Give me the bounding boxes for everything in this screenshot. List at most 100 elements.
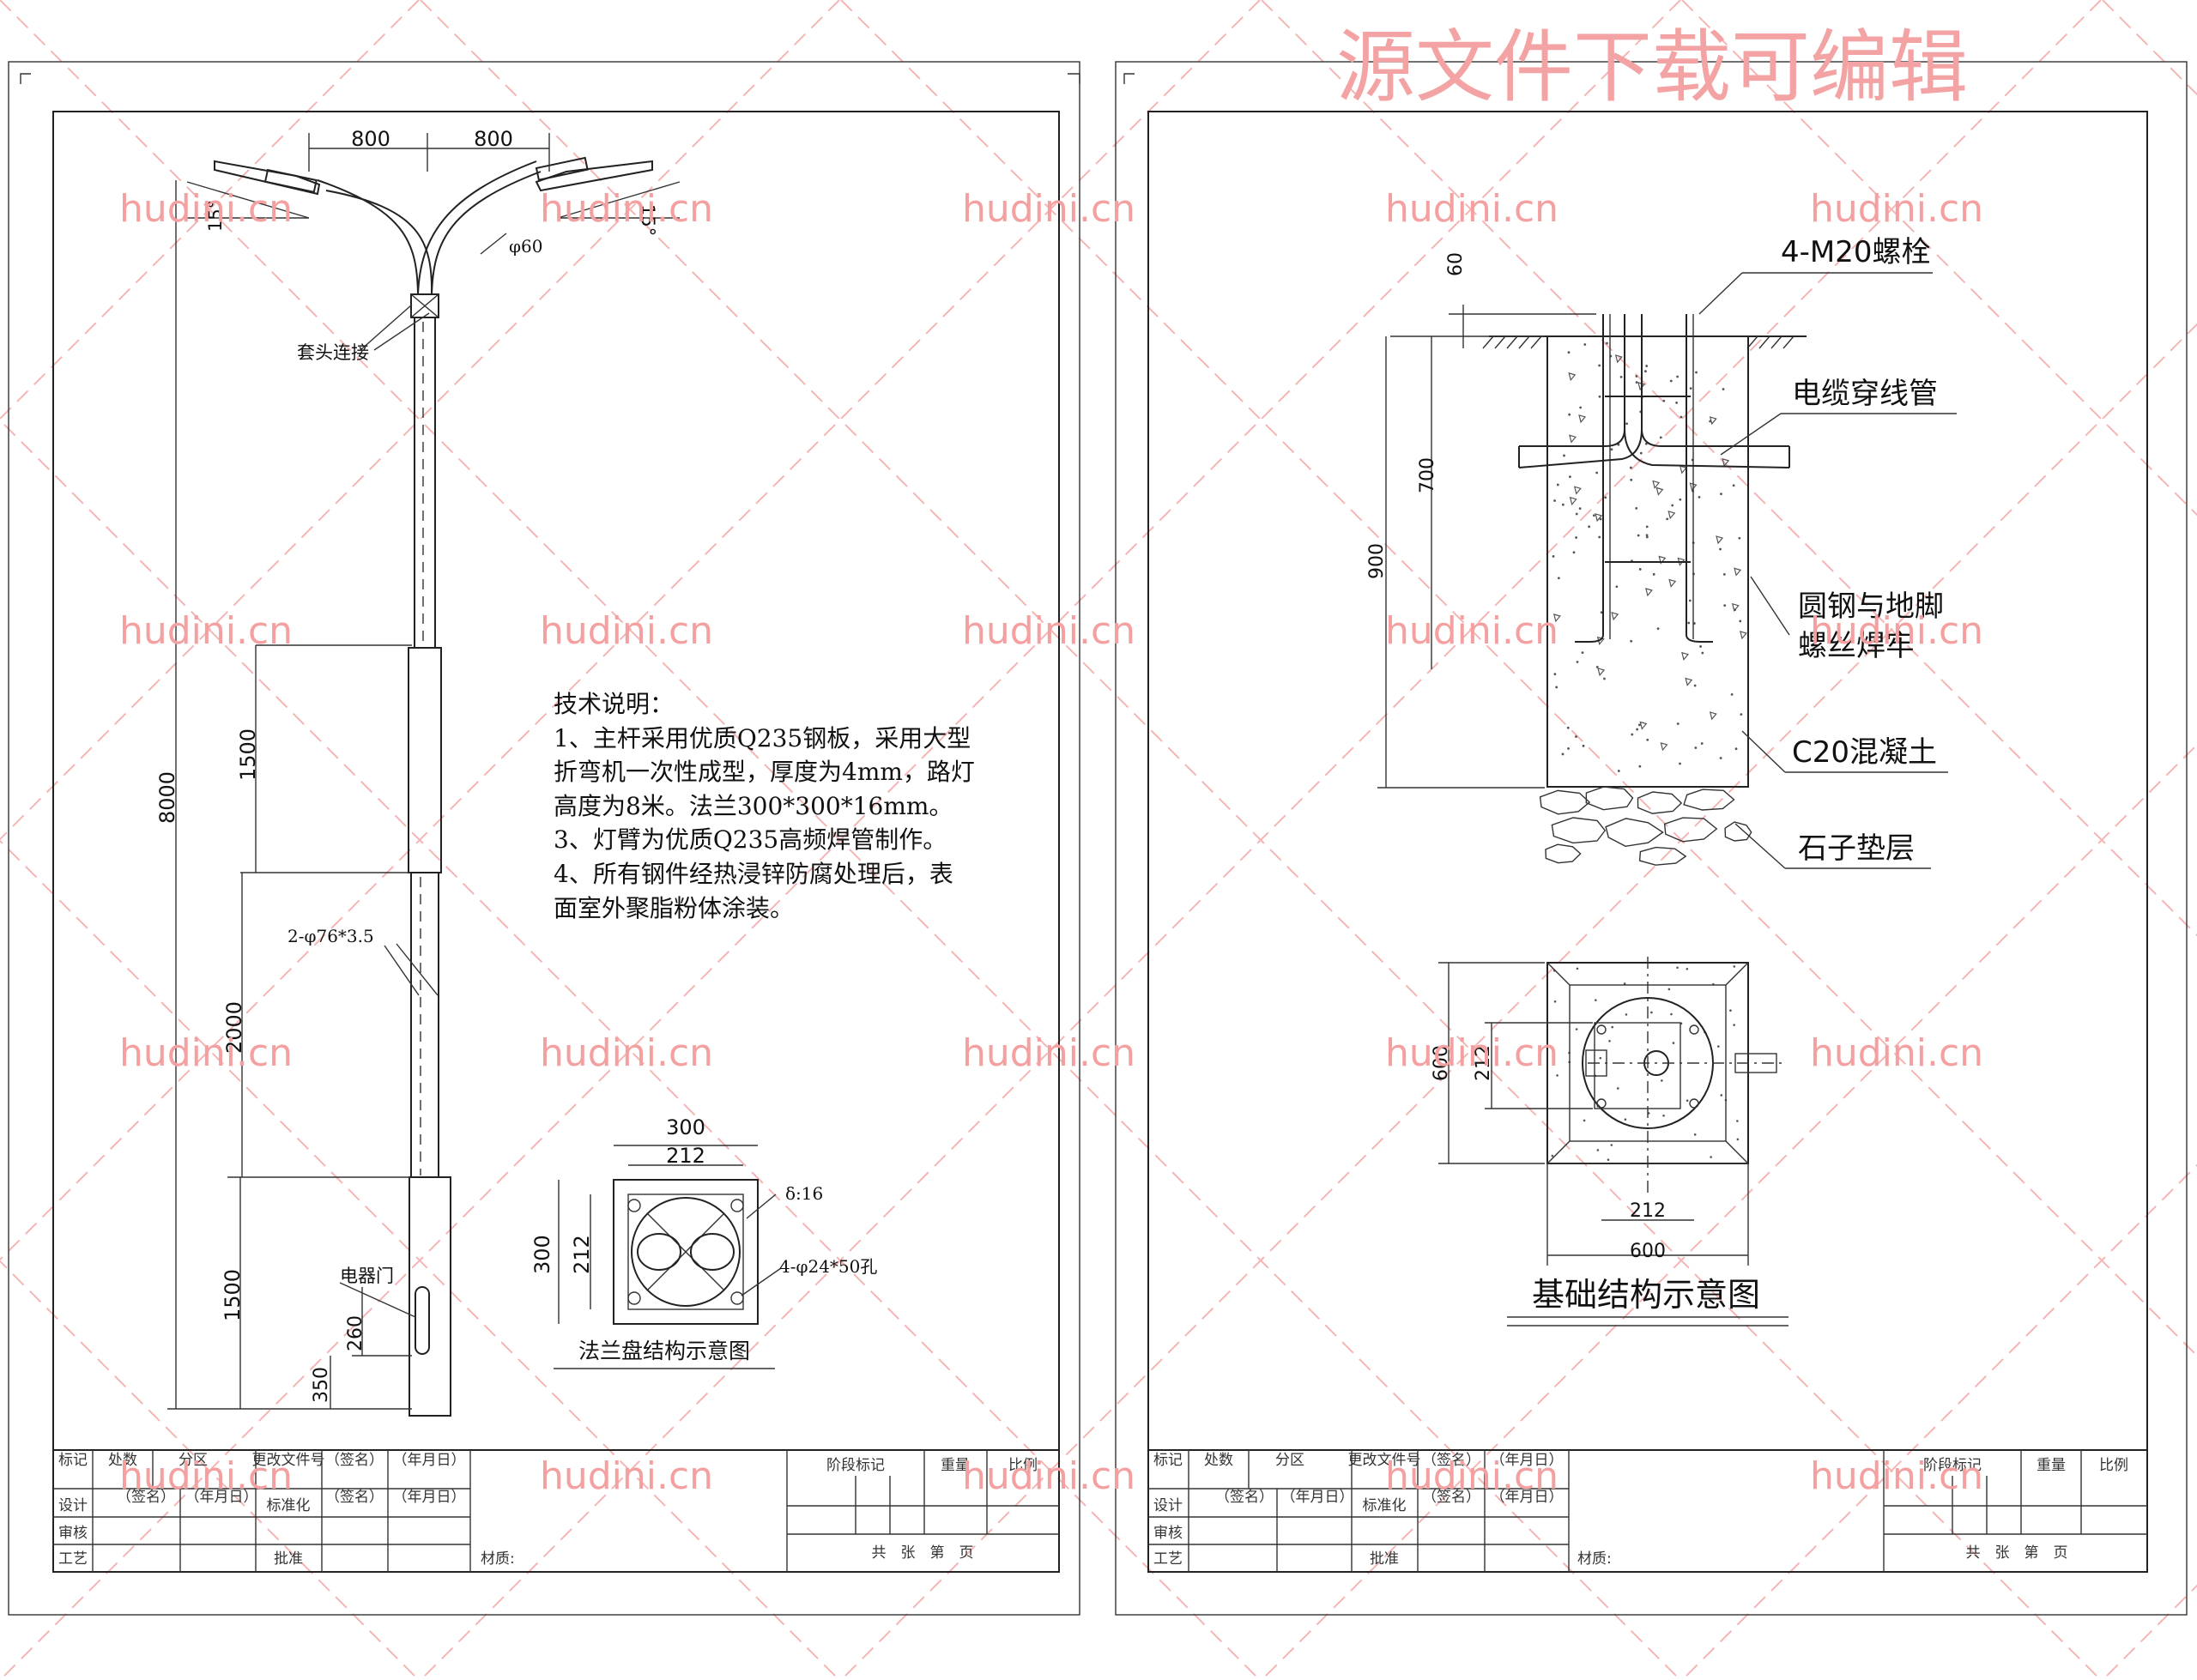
dim-bolt-projection: 60 bbox=[1445, 252, 1467, 276]
concrete-dot bbox=[1659, 436, 1662, 439]
gravel-stone bbox=[1663, 817, 1718, 843]
concrete-dot bbox=[1607, 1158, 1610, 1161]
tb-cell: 标记 bbox=[58, 1452, 88, 1469]
concrete-dot bbox=[1595, 471, 1599, 474]
tb-cell: （签名） bbox=[1422, 1452, 1480, 1469]
watermark-line bbox=[1681, 1163, 2197, 1680]
concrete-dot bbox=[1582, 744, 1585, 747]
concrete-dot bbox=[1695, 371, 1698, 374]
dim-plan-h-inner: 212 bbox=[1473, 1045, 1494, 1081]
watermark-text: hudini.cn bbox=[1810, 609, 1983, 653]
dim-seg-top: 1500 bbox=[236, 728, 260, 781]
tb-sign2: （签名） bbox=[1422, 1489, 1480, 1506]
watermark-text: hudini.cn bbox=[119, 1031, 293, 1075]
concrete-dot bbox=[1575, 735, 1577, 738]
concrete-dot bbox=[1567, 746, 1570, 750]
tb-cell: 分区 bbox=[1275, 1452, 1304, 1469]
concrete-aggregate bbox=[1731, 602, 1740, 613]
watermark-line bbox=[420, 0, 2102, 1680]
tb-date2: （年月日） bbox=[1491, 1489, 1564, 1506]
concrete-dot bbox=[1552, 555, 1555, 558]
concrete-dot bbox=[1694, 746, 1698, 749]
ground-hatch-mark bbox=[1758, 335, 1770, 349]
concrete-aggregate bbox=[1597, 668, 1606, 677]
concrete-dot bbox=[1676, 375, 1680, 378]
dim-seg-bottom: 1500 bbox=[221, 1269, 245, 1321]
concrete-dot bbox=[1568, 413, 1571, 416]
tb-review: 审核 bbox=[58, 1525, 88, 1542]
concrete-dot bbox=[1710, 1156, 1712, 1158]
tb-date: （年月日） bbox=[185, 1489, 258, 1506]
concrete-dot bbox=[1625, 1013, 1628, 1016]
concrete-dot bbox=[1730, 692, 1734, 696]
concrete-dot bbox=[1553, 673, 1557, 676]
concrete-aggregate bbox=[1681, 651, 1690, 661]
concrete-dot bbox=[1616, 1087, 1619, 1090]
tb-date2: （年月日） bbox=[393, 1489, 466, 1506]
concrete-dot bbox=[1555, 686, 1558, 689]
concrete-dot bbox=[1556, 1074, 1558, 1077]
dim-arm-left: 800 bbox=[351, 127, 390, 151]
concrete-dot bbox=[1740, 713, 1743, 716]
concrete-dot bbox=[1675, 401, 1679, 404]
concrete-dot bbox=[1733, 965, 1736, 968]
flange-w-outer: 300 bbox=[666, 1115, 705, 1139]
dim-total-height: 8000 bbox=[155, 771, 179, 824]
concrete-dot bbox=[1645, 534, 1649, 537]
concrete-dot bbox=[1557, 577, 1560, 580]
watermark-text-grid: hudini.cn hudini.cn hudini.cn hudini.cn hudi… bbox=[119, 187, 1983, 1498]
tb-cell: 更改文件号 bbox=[252, 1452, 325, 1469]
watermark-text: hudini.cn bbox=[1810, 1031, 1983, 1075]
ground-hatch-mark bbox=[1782, 335, 1795, 349]
concrete-dot bbox=[1553, 1000, 1557, 1003]
concrete-dot bbox=[1734, 747, 1738, 751]
concrete-dot bbox=[1635, 381, 1638, 384]
concrete-dot bbox=[1662, 399, 1666, 402]
concrete-dot bbox=[1583, 1119, 1586, 1122]
concrete-dot bbox=[1598, 535, 1601, 539]
weld-label-2: 螺丝焊牢 bbox=[1798, 629, 1915, 663]
concrete-aggregate bbox=[1614, 354, 1623, 364]
concrete-aggregate bbox=[1569, 496, 1577, 506]
watermark-title: 源文件下载可编辑 bbox=[1336, 21, 1968, 113]
gravel-stone bbox=[1724, 821, 1752, 842]
tb-cell: 更改文件号 bbox=[1348, 1452, 1421, 1469]
concrete-dot bbox=[1615, 585, 1619, 589]
concrete-label: C20混凝土 bbox=[1792, 735, 1937, 770]
watermark-line bbox=[0, 0, 1261, 1261]
concrete-aggregate bbox=[1734, 567, 1742, 577]
concrete-dot bbox=[1583, 343, 1587, 346]
dim-plan-w-inner: 212 bbox=[1630, 1200, 1666, 1222]
concrete-aggregate bbox=[1573, 486, 1582, 495]
concrete-dot bbox=[1652, 572, 1655, 576]
concrete-dot bbox=[1563, 454, 1565, 457]
watermark-text: hudini.cn bbox=[962, 609, 1135, 653]
weld-label-1: 圆钢与地脚 bbox=[1798, 589, 1944, 624]
tb-material: 材质: bbox=[481, 1550, 515, 1568]
notes-line: 面室外聚脂粉体涂装。 bbox=[554, 894, 794, 922]
conduit-label: 电缆穿线管 bbox=[1792, 377, 1938, 411]
tb-sign: （签名） bbox=[117, 1489, 175, 1506]
concrete-dot bbox=[1661, 1079, 1663, 1082]
gravel-stone bbox=[1545, 843, 1582, 864]
concrete-dot bbox=[1656, 627, 1660, 631]
concrete-aggregate bbox=[1639, 721, 1648, 730]
concrete-aggregate bbox=[1685, 677, 1693, 686]
concrete-dot bbox=[1604, 496, 1607, 499]
concrete-dot bbox=[1578, 507, 1582, 511]
concrete-dot bbox=[1679, 762, 1681, 765]
concrete-dot bbox=[1688, 599, 1692, 602]
tb-cell: （年月日） bbox=[393, 1452, 466, 1469]
concrete-aggregate bbox=[1660, 742, 1668, 752]
title-block-left-text: 标记 处数 分区 更改文件号 （签名） （年月日） 设计 （签名） （年月日） … bbox=[58, 1452, 1038, 1568]
watermark-line bbox=[2102, 0, 2197, 96]
watermark-line bbox=[0, 0, 840, 841]
concrete-dot bbox=[1588, 525, 1591, 529]
watermark-text: hudini.cn bbox=[119, 187, 293, 231]
concrete-dot bbox=[1608, 1039, 1611, 1042]
concrete-dot bbox=[1701, 651, 1704, 655]
concrete-dot bbox=[1637, 723, 1641, 727]
concrete-dot bbox=[1680, 415, 1683, 419]
concrete-dot bbox=[1592, 514, 1595, 517]
